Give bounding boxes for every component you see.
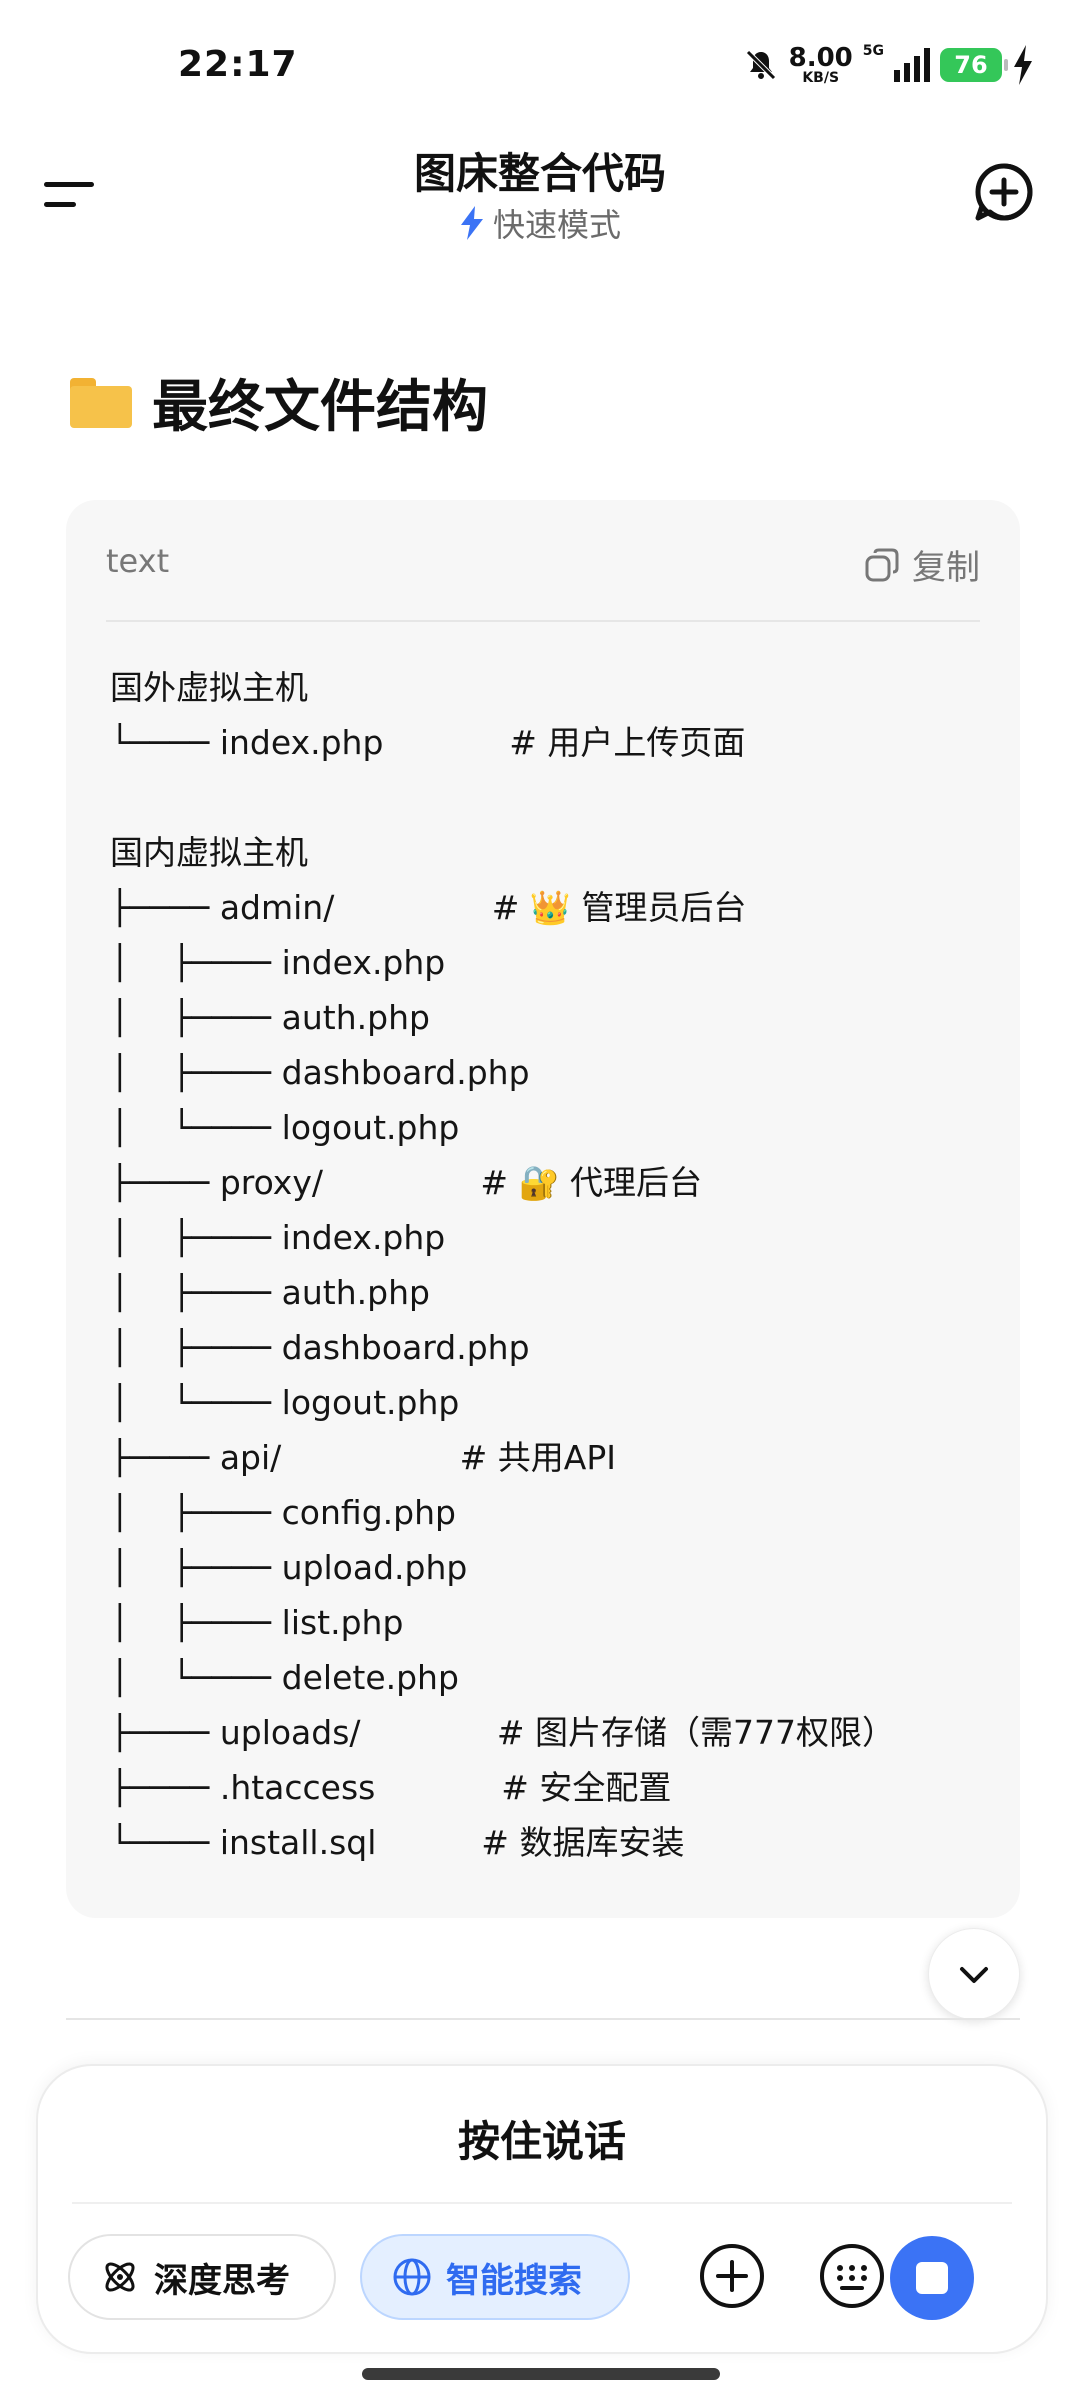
mode-selector[interactable]: 快速模式 (0, 200, 1080, 246)
status-time: 22:17 (178, 44, 298, 85)
code-block: text 复制 国外虚拟主机 └──── index.php # 用户上传页面 … (66, 500, 1020, 1918)
stop-icon (916, 2262, 948, 2294)
plus-icon[interactable] (688, 2232, 776, 2320)
folder-icon (70, 377, 132, 428)
battery-indicator: 76 (940, 48, 1008, 82)
chat-header: 图床整合代码 快速模式 (0, 130, 1080, 270)
home-indicator[interactable] (362, 2368, 720, 2380)
charging-icon (1014, 45, 1032, 85)
section-heading-text: 最终文件结构 (152, 375, 488, 440)
copy-icon (865, 548, 899, 581)
deep-think-toggle[interactable]: 深度思考 (68, 2234, 336, 2320)
code-block-header: text 复制 (106, 536, 980, 589)
network-type: 5G (862, 43, 884, 59)
content-divider (66, 2018, 1020, 2020)
atom-icon (105, 2262, 135, 2292)
status-icons: 8.00 KB/S 5G 76 (743, 40, 1034, 90)
smart-search-label: 智能搜索 (446, 2260, 582, 2301)
hold-to-talk-button[interactable]: 按住说话 (457, 2117, 626, 2166)
mode-label: 快速模式 (492, 206, 621, 244)
copy-label: 复制 (912, 548, 980, 588)
keyboard-icon[interactable] (808, 2232, 896, 2320)
new-chat-icon[interactable] (972, 160, 1036, 224)
panel-divider (72, 2202, 1012, 2204)
chat-title[interactable]: 图床整合代码 (413, 149, 666, 198)
code-language: text (106, 542, 170, 580)
chevron-down-icon (960, 1967, 988, 1983)
lightning-icon (460, 206, 483, 240)
copy-button[interactable]: 复制 (864, 540, 980, 589)
menu-icon[interactable] (44, 172, 104, 222)
stop-button[interactable] (890, 2236, 974, 2320)
net-speed: 8.00 KB/S (788, 43, 853, 86)
section-heading: 最终文件结构 (70, 362, 488, 443)
mute-bell-icon (745, 50, 776, 80)
code-divider (106, 620, 980, 622)
deep-think-label: 深度思考 (154, 2260, 290, 2301)
status-bar: 22:17 8.00 KB/S 5G 76 (0, 0, 1080, 130)
globe-icon (393, 2258, 431, 2296)
code-content: 国外虚拟主机 └──── index.php # 用户上传页面 国内虚拟主机 ├… (110, 668, 896, 1862)
input-panel: 按住说话 深度思考 智能搜索 (36, 2064, 1048, 2354)
signal-icon (894, 48, 930, 82)
smart-search-toggle[interactable]: 智能搜索 (360, 2234, 630, 2320)
scroll-down-button[interactable] (928, 1928, 1020, 2020)
